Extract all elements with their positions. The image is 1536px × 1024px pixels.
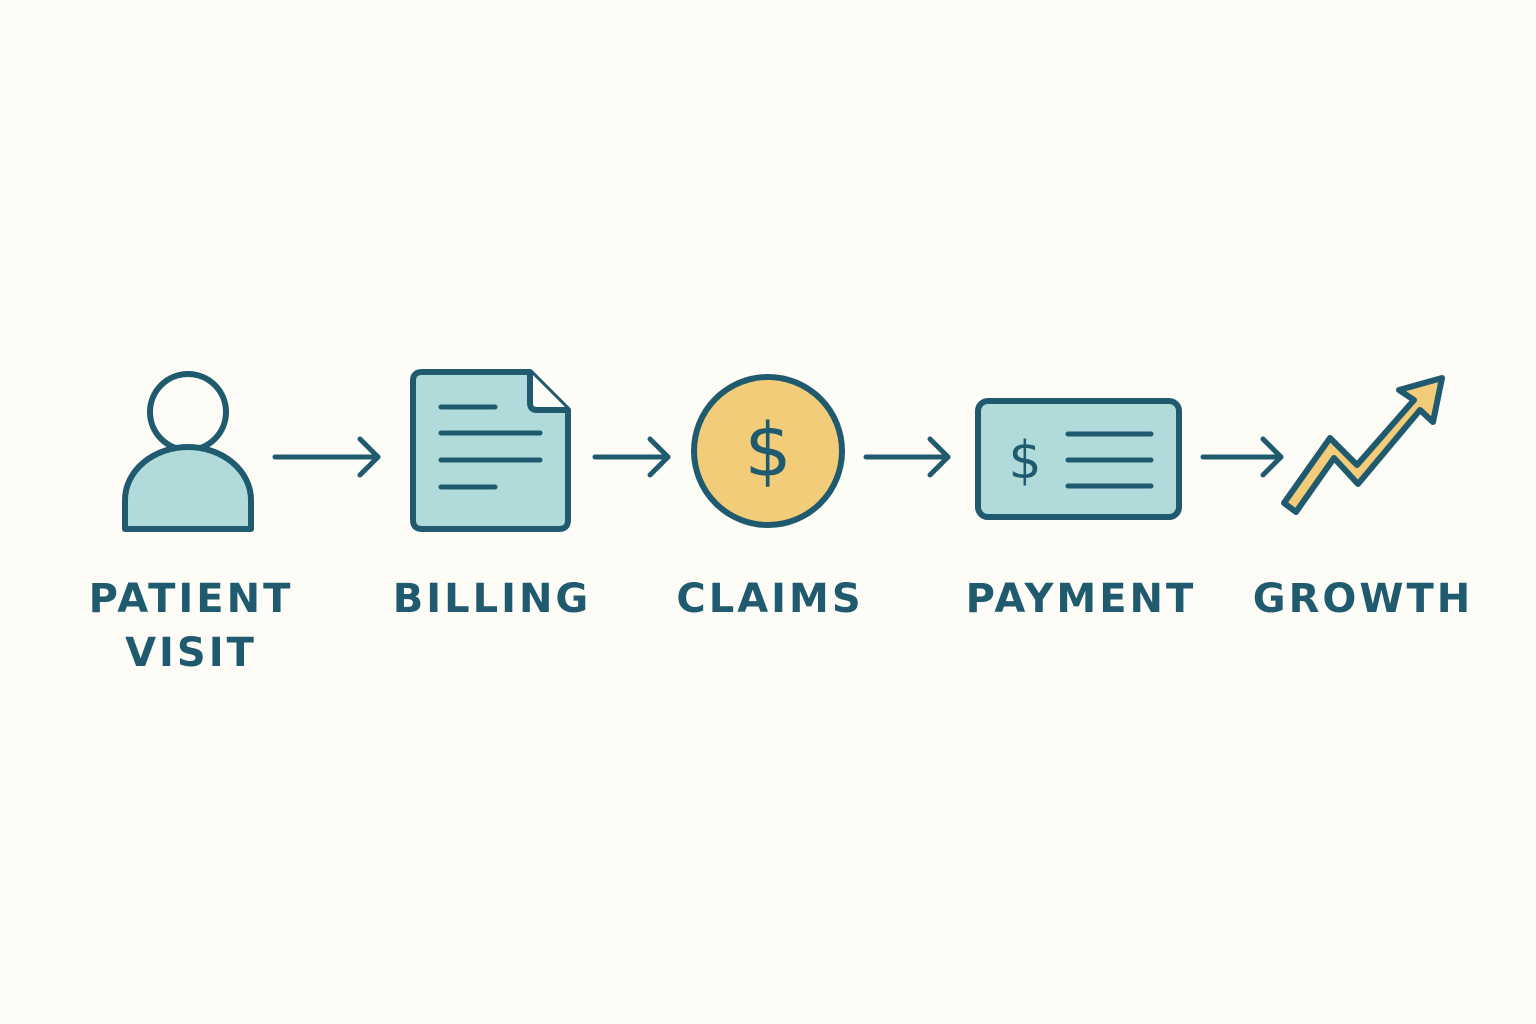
person-icon [122,371,254,532]
step-label-line: PAYMENT [965,576,1197,622]
flow-arrow-4 [1200,436,1284,478]
step-label-line: BILLING [392,576,592,622]
step-label-line: PATIENT [88,576,294,622]
check-card-icon: $ [975,398,1182,520]
trend-up-arrow-icon [1281,375,1445,515]
step-label-growth: GROWTH [1213,572,1513,626]
coin-dollar-symbol: $ [744,408,791,494]
card-dollar-symbol: $ [1008,431,1041,491]
step-label-billing: BILLING [342,572,642,626]
step-label-patient-visit: PATIENT VISIT [41,572,341,680]
step-label-line: GROWTH [1252,576,1474,622]
step-label-payment: PAYMENT [931,572,1231,626]
flow-arrow-1 [272,436,381,478]
dollar-coin-icon: $ [691,374,845,528]
flow-arrow-3 [863,436,951,478]
flow-arrow-2 [592,436,671,478]
step-label-line: VISIT [125,630,257,676]
step-label-claims: CLAIMS [620,572,920,626]
document-icon [410,369,571,532]
step-label-line: CLAIMS [676,576,864,622]
